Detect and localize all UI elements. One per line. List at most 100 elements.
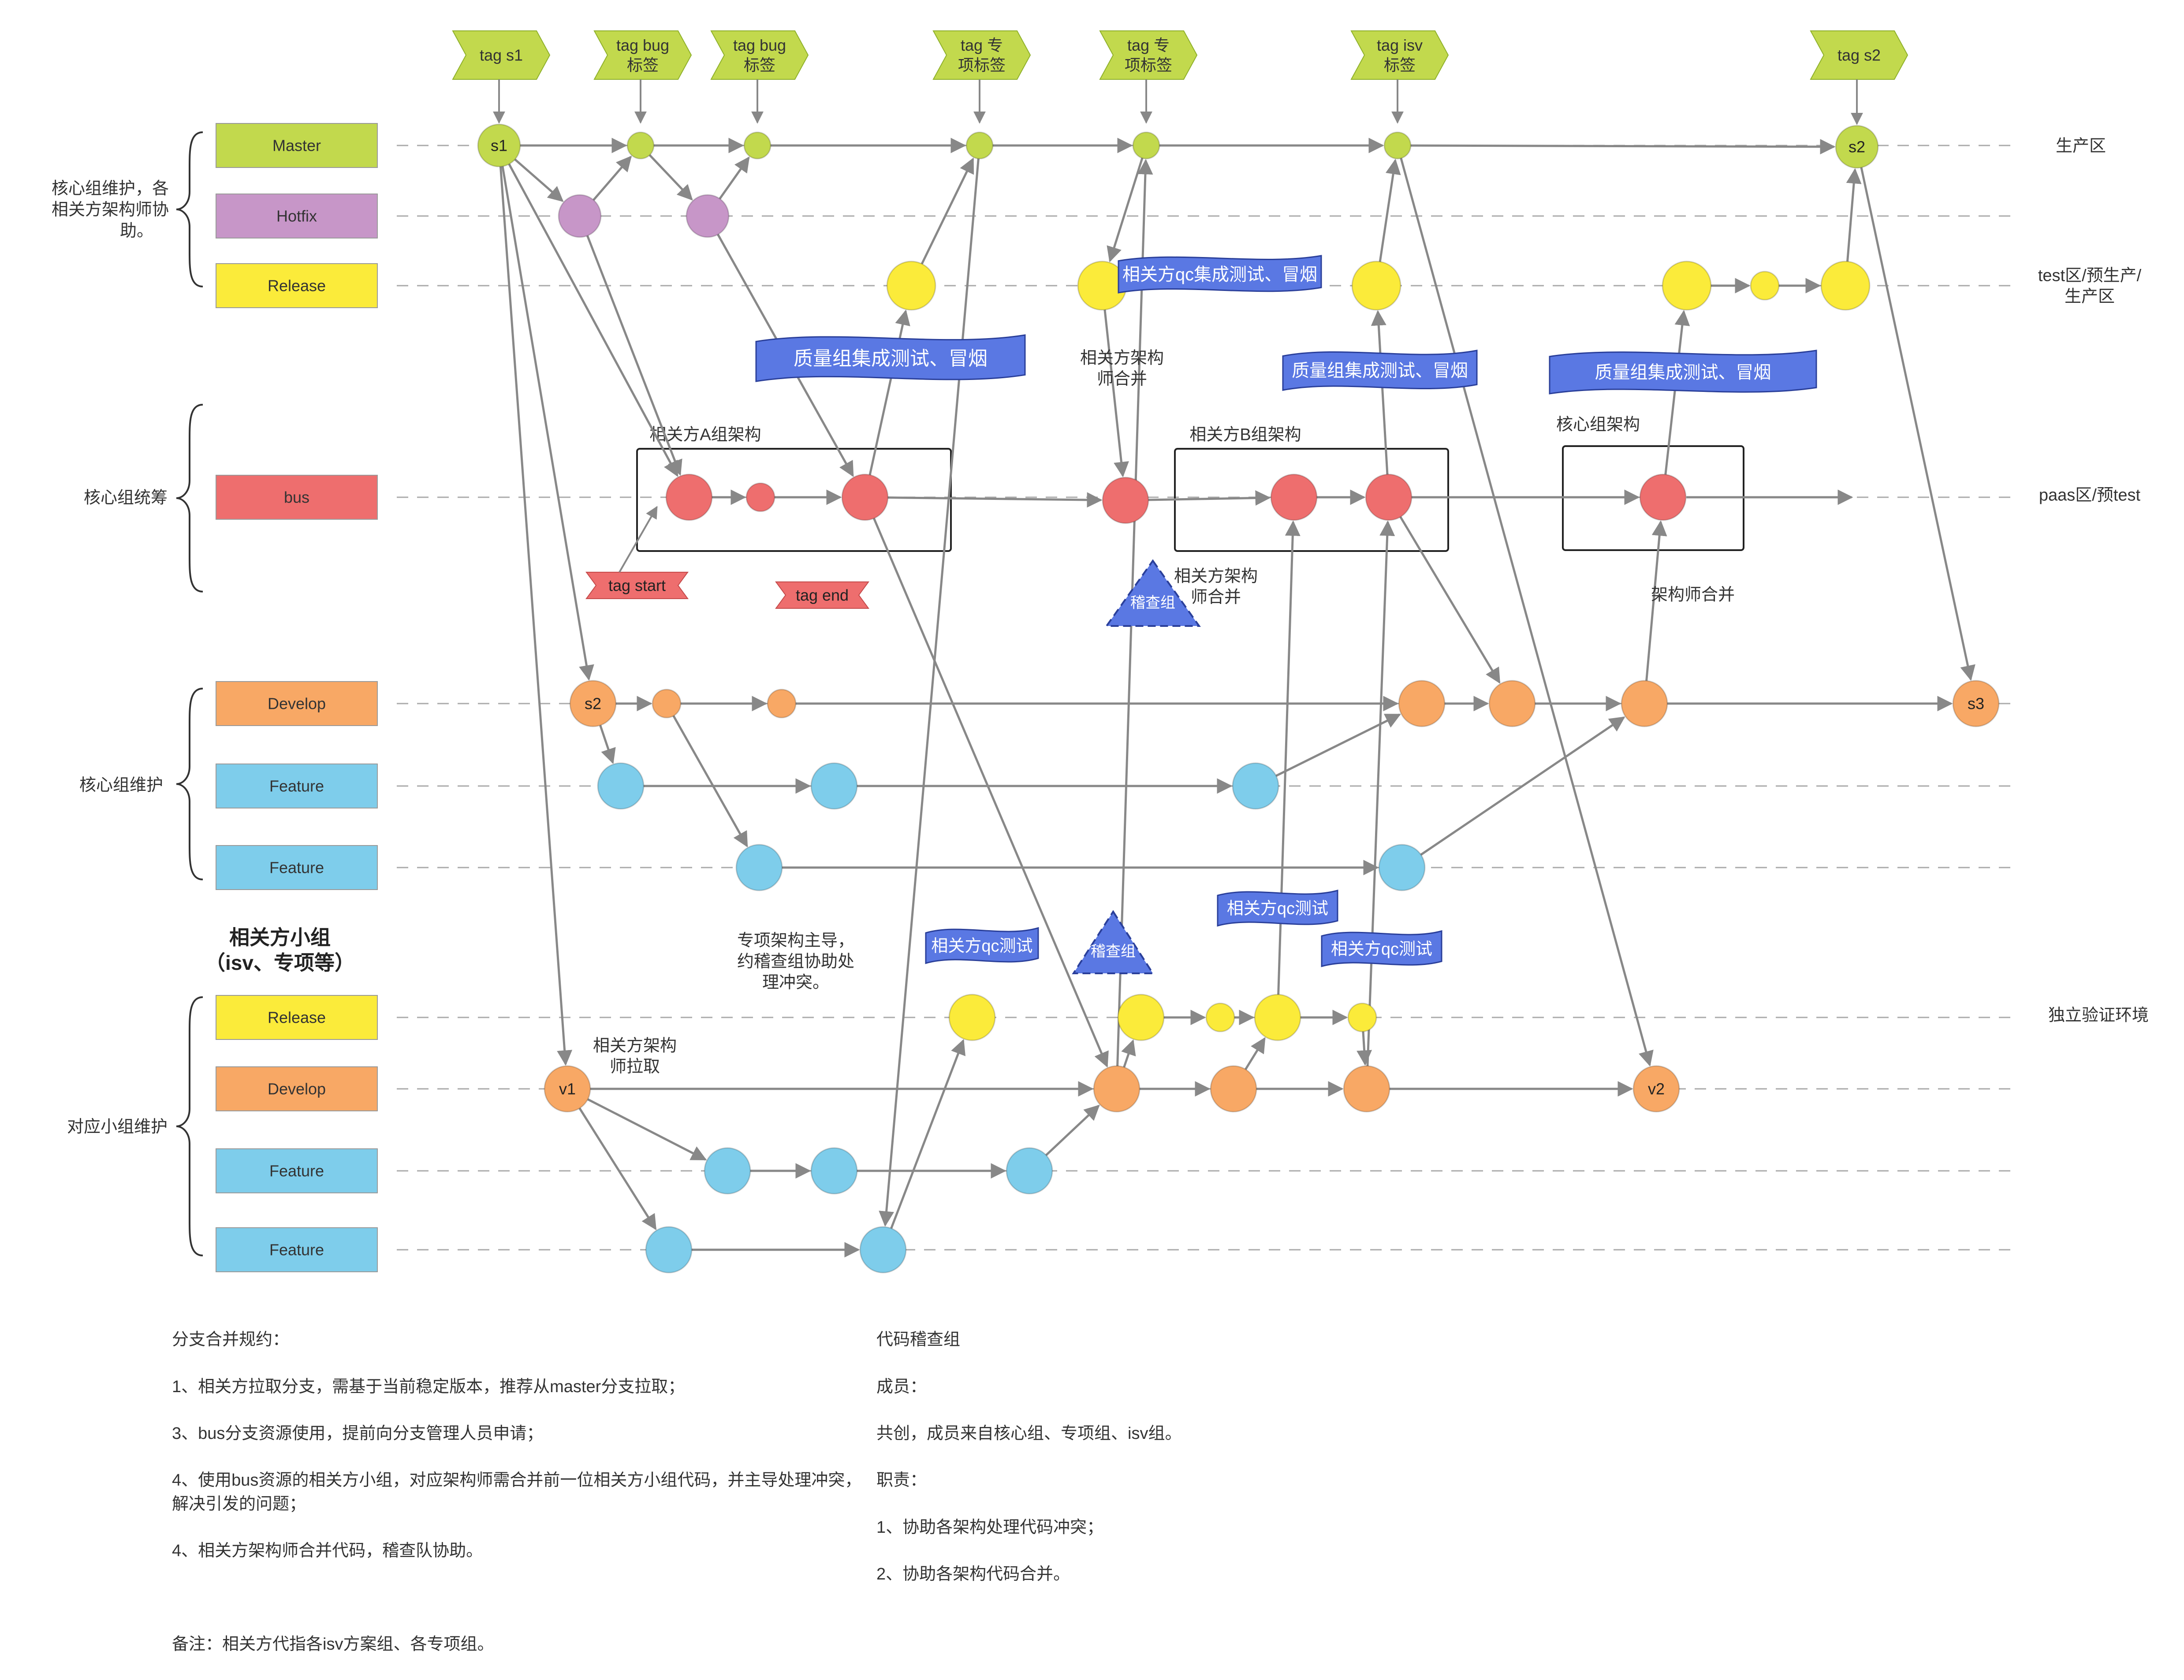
lane-label-box [216, 764, 378, 808]
bus-tag-flag [775, 581, 869, 609]
tag-marker-label: tag 专项标签 [1125, 36, 1172, 74]
flag-arrow [619, 506, 658, 573]
lane-label: Release [268, 1009, 326, 1027]
rules-line: 4、使用bus资源的相关方小组，对应架构师需合并前一位相关方小组代码，并主导处理… [172, 1471, 862, 1513]
commit-node [1378, 844, 1426, 891]
merge-arrow [514, 158, 564, 202]
merge-arrow [508, 164, 678, 477]
commit-node [1639, 473, 1687, 521]
commit-node [886, 261, 936, 311]
merge-arrow [1645, 520, 1667, 681]
tag-marker [452, 30, 551, 80]
lane-label: Master [272, 137, 321, 155]
test-banner-label: 质量组集成测试、冒烟 [1595, 363, 1771, 382]
lane-label-box [216, 263, 378, 308]
merge-arrow [1357, 1031, 1372, 1066]
environment-label: 生产区 [2056, 137, 2106, 155]
lane-label-box [216, 1148, 378, 1193]
commit-node [1750, 271, 1780, 301]
tag-marker [932, 30, 1031, 80]
rules-line: 4、相关方架构师合并代码，稽查队协助。 [172, 1541, 483, 1560]
commit-node [1205, 1002, 1235, 1032]
merge-arrow [719, 156, 750, 200]
merge-arrow [1410, 139, 1836, 155]
commit-node [1383, 131, 1412, 160]
commit-node [558, 194, 602, 238]
commit-node [1102, 477, 1149, 524]
merge-arrow [501, 166, 594, 681]
tag-marker [1350, 30, 1449, 80]
commit-node-label: v2 [1648, 1080, 1665, 1098]
merge-arrow [1275, 713, 1401, 777]
commit-node-label: s1 [491, 137, 507, 155]
commit-node [745, 482, 775, 512]
test-banner-label: 质量组集成测试、冒烟 [794, 348, 988, 369]
commit-node-label: s3 [1968, 695, 1984, 713]
architecture-box-label: 相关方B组架构 [1189, 425, 1301, 444]
test-banner-label: 相关方qc测试 [1227, 899, 1328, 918]
merge-arrow [672, 715, 748, 848]
merge-arrow [1245, 1037, 1266, 1070]
test-banner [1217, 890, 1338, 927]
lane-label: Feature [269, 1241, 324, 1259]
commit-node [1210, 1065, 1257, 1113]
commit-node [810, 1147, 858, 1195]
bus-tag-flag-label: tag start [608, 577, 666, 595]
test-banner [1282, 350, 1478, 391]
commit-node [1820, 261, 1871, 311]
merge-arrow [1664, 310, 1690, 475]
rules-remark: 备注：相关方代指各isv方案组、各专项组。 [172, 1635, 494, 1654]
commit-node [1132, 131, 1160, 160]
merge-arrow [1420, 716, 1625, 856]
tag-marker-label: tag s2 [1837, 46, 1881, 64]
test-banner-label: 质量组集成测试、冒烟 [1292, 361, 1468, 380]
commit-node [652, 689, 682, 719]
lane-label: Release [268, 277, 326, 295]
group-brace [176, 996, 203, 1256]
bus-tag-flag [585, 572, 689, 599]
group-label: 核心组维护，各相关方架构师协助。 [52, 179, 169, 240]
environment-label: paas区/预test [2039, 486, 2141, 504]
group-label: 核心组维护 [79, 776, 163, 794]
merge-arrow [1860, 167, 1975, 681]
merge-arrow [648, 154, 693, 201]
commit-node [544, 1065, 591, 1113]
merge-arrow [599, 725, 616, 764]
test-banner [1549, 350, 1817, 395]
lane-label-box [216, 845, 378, 890]
group-brace [176, 688, 203, 880]
commit-node [569, 680, 617, 727]
group-label: 对应小组维护 [67, 1118, 168, 1136]
merge-arrow [1399, 516, 1501, 684]
commit-node-label: v1 [559, 1080, 576, 1098]
lane-label-box [216, 194, 378, 238]
commit-node [645, 1226, 693, 1274]
lane-label: Hotfix [276, 207, 317, 225]
bus-tag-flag-label: tag end [796, 586, 849, 604]
environment-label: 独立验证环境 [2048, 1006, 2149, 1024]
commit-node [810, 762, 858, 810]
annotation-text: 相关方架构师合并 [1080, 349, 1164, 389]
commit-node [1488, 680, 1536, 727]
rules-title: 分支合并规约： [172, 1330, 290, 1349]
commit-node [767, 689, 797, 719]
environment-label: test区/预生产/生产区 [2038, 267, 2142, 306]
tag-marker-label: tag 专项标签 [958, 36, 1006, 74]
lane-label: Feature [269, 859, 324, 877]
commit-node [477, 123, 521, 168]
commit-node [1952, 680, 2000, 727]
annotation-text: 相关方架构师合并 [1174, 567, 1258, 607]
test-banner [1321, 930, 1442, 967]
commit-node [1351, 261, 1401, 311]
merge-arrow [890, 1039, 966, 1229]
commit-node-label: s2 [1849, 138, 1865, 156]
merge-arrow [873, 518, 1109, 1068]
branch-merge-rules: 分支合并规约： 1、相关方拉取分支，需基于当前稳定版本，推荐从master分支拉… [172, 1305, 877, 1680]
merge-arrow [587, 1098, 707, 1161]
commit-node [626, 131, 655, 160]
annotation-text: 架构师合并 [1651, 585, 1735, 604]
lane-label-box [216, 1227, 378, 1272]
